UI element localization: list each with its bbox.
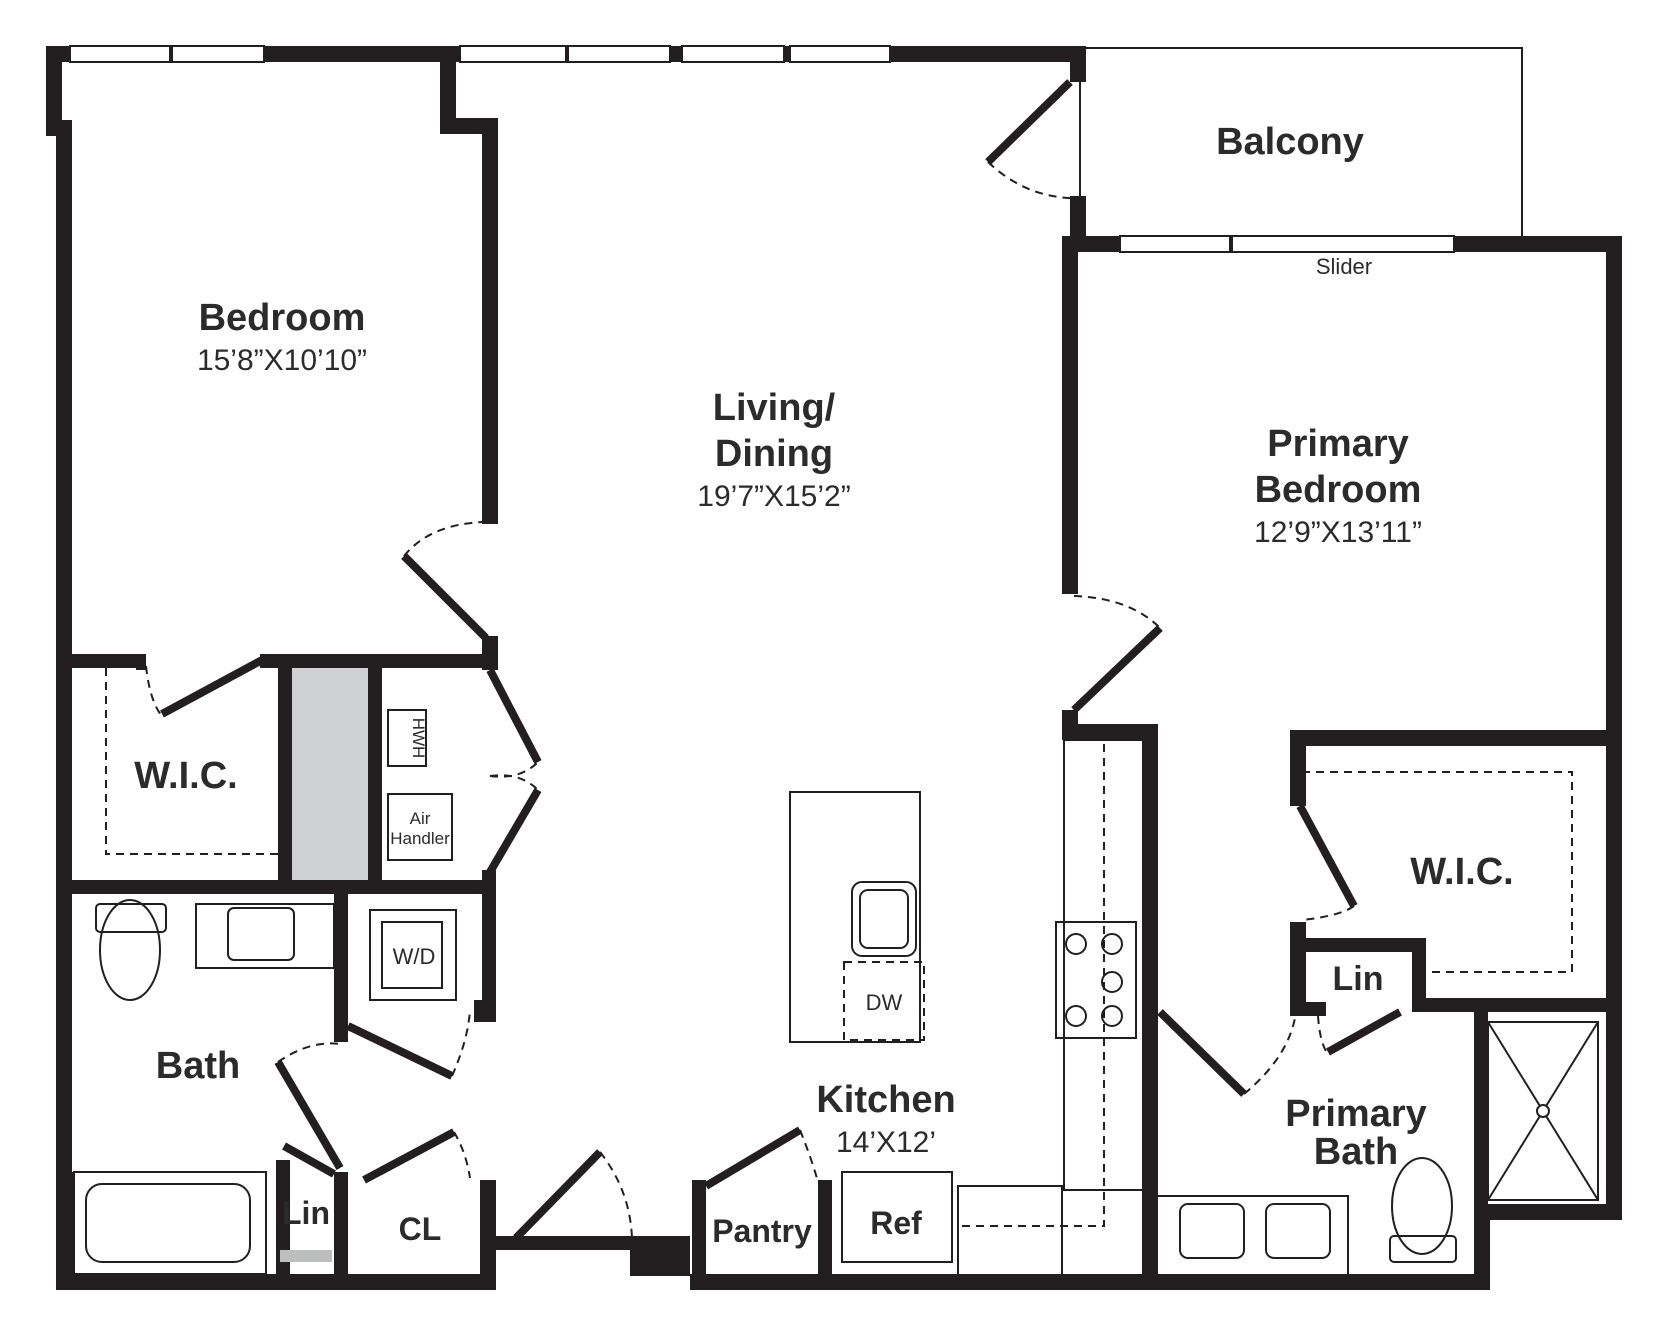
labels: Bedroom 15’8”X10’10” Living/ Dining 19’7… <box>134 121 1513 1249</box>
wic-right-label: W.I.C. <box>1410 851 1513 893</box>
cl-label: CL <box>399 1211 442 1247</box>
shaft <box>292 668 368 880</box>
wd-label: W/D <box>393 944 436 969</box>
primary-bedroom-dims: 12’9”X13’11” <box>1254 516 1422 549</box>
ref-label: Ref <box>870 1205 922 1241</box>
dw-label: DW <box>866 990 903 1015</box>
pantry-label: Pantry <box>712 1213 812 1249</box>
island-sink <box>851 881 917 957</box>
lin-right-label: Lin <box>1333 960 1384 998</box>
bath-label: Bath <box>156 1045 240 1087</box>
living-label-line1: Living/ <box>713 387 836 429</box>
windows <box>69 45 1455 253</box>
hwh-box <box>387 709 427 767</box>
primary-bedroom-label-line2: Bedroom <box>1255 469 1422 511</box>
primary-toilet <box>1391 1157 1453 1255</box>
hwh-label: HWH <box>409 718 428 759</box>
air-handler-label-line1: Air <box>410 809 431 828</box>
doors <box>136 79 1402 1241</box>
wd-inner <box>381 921 443 989</box>
primary-bath-label-line2: Bath <box>1314 1131 1398 1173</box>
stove <box>1055 921 1137 1039</box>
primary-bath-label-line1: Primary <box>1285 1093 1427 1135</box>
dishwasher <box>843 961 925 1041</box>
slider-label: Slider <box>1316 254 1372 279</box>
wd-outer <box>369 909 457 1001</box>
bath-sink <box>227 907 295 961</box>
living-dims: 19’7”X15’2” <box>697 480 850 513</box>
kitchen-dims: 14’X12’ <box>836 1126 936 1159</box>
kitchen-label: Kitchen <box>816 1079 955 1121</box>
living-label-line2: Dining <box>715 433 833 475</box>
bedroom-label: Bedroom <box>199 297 366 339</box>
refrigerator <box>841 1171 953 1263</box>
bathtub <box>73 1171 267 1275</box>
bedroom-dims: 15’8”X10’10” <box>197 344 367 377</box>
air-handler-box <box>387 793 453 861</box>
bath-vanity <box>195 903 335 969</box>
shower <box>1487 1021 1599 1201</box>
balcony-label: Balcony <box>1216 121 1364 163</box>
primary-bedroom-label-line1: Primary <box>1267 423 1409 465</box>
island <box>789 791 921 1043</box>
wic-left-label: W.I.C. <box>134 755 237 797</box>
air-handler-label-line2: Handler <box>390 829 450 848</box>
bath-toilet <box>99 899 161 1001</box>
walls <box>46 46 1622 1290</box>
fixtures <box>73 668 1599 1277</box>
lin-shelf <box>280 1250 332 1262</box>
lin-left-label: Lin <box>282 1195 330 1231</box>
primary-vanity <box>1155 1195 1349 1277</box>
